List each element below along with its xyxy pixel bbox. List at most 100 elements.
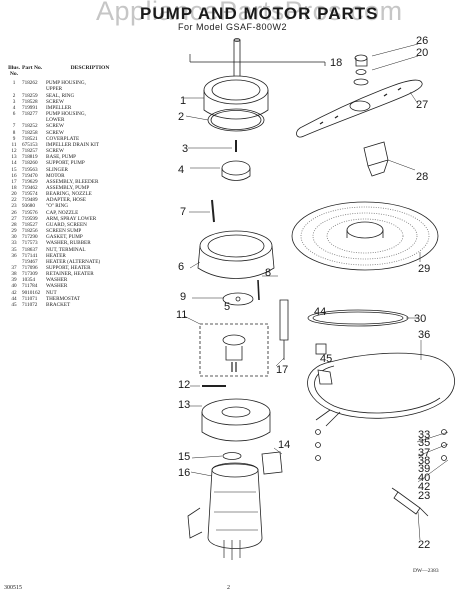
row-description: GUARD, SCREEN xyxy=(46,221,87,228)
callout-label: 11 xyxy=(176,309,188,321)
callout-label: 27 xyxy=(416,99,429,111)
callout-label: 20 xyxy=(416,47,429,59)
row-ill-no: 45 xyxy=(11,301,17,308)
row-description: GASKET, PUMP xyxy=(46,234,83,241)
callout-label: 35 xyxy=(418,437,431,449)
row-ill-no: 23 xyxy=(11,203,17,210)
row-part-no: 719563 xyxy=(22,166,38,173)
row-ill-no: 27 xyxy=(11,215,17,222)
callout-label: 13 xyxy=(178,399,191,411)
row-part-no: 719599 xyxy=(22,215,38,222)
header-description: DESCRIPTION xyxy=(70,65,110,71)
row-description: "O" RING xyxy=(46,203,68,210)
callout-label: 15 xyxy=(178,451,191,463)
row-part-no: 718637 xyxy=(22,246,38,253)
row-ill-no: 12 xyxy=(11,148,17,155)
row-part-no: 719991 xyxy=(22,104,38,111)
row-description: SUPPORT, HEATER xyxy=(46,265,91,271)
row-description: BASE, PUMP xyxy=(46,154,76,161)
row-description: ARM, SPRAY LOWER xyxy=(46,215,97,222)
row-part-no: 675153 xyxy=(22,141,38,148)
row-part-no: 711784 xyxy=(22,283,38,290)
row-part-no: 719470 xyxy=(22,172,38,179)
row-ill-no: 38 xyxy=(11,271,17,278)
callout-label: 1 xyxy=(180,95,187,107)
row-description: THERMOSTAT xyxy=(46,295,80,302)
callout-label: 3 xyxy=(182,143,189,155)
row-ill-no: 11 xyxy=(11,141,17,148)
row-ill-no: 37 xyxy=(11,265,17,271)
header-ill-no: Illus. No. xyxy=(8,65,20,78)
callout-label: 26 xyxy=(416,35,429,47)
row-ill-no: 17 xyxy=(11,178,17,185)
footer-code: 300515 xyxy=(4,585,22,591)
callout-label: 4 xyxy=(178,164,185,176)
row-ill-no: 20 xyxy=(11,191,17,198)
row-part-no: 719462 xyxy=(22,184,38,191)
callout-label: 38 xyxy=(418,455,431,467)
row-description: SCREEN SUMP xyxy=(46,228,82,235)
row-ill-no: 13 xyxy=(11,154,17,161)
row-ill-no: 3 xyxy=(12,98,16,105)
page-subtitle: For Model GSAF-800W2 xyxy=(178,22,288,32)
row-description: WASHER, RUBBER xyxy=(46,240,91,247)
row-description: BRACKET xyxy=(46,301,71,308)
row-part-no: 718527 xyxy=(22,221,38,228)
row-ill-no: 36 xyxy=(11,252,17,259)
row-description: NUT, TERMINAL xyxy=(46,246,86,253)
row-ill-no: 29 xyxy=(11,228,17,235)
row-description: WASHER xyxy=(46,283,68,290)
callout-label: 37 xyxy=(418,447,431,459)
row-description: SCREW xyxy=(46,98,64,105)
row-part-no: 719576 xyxy=(22,209,38,216)
row-part-no: 10354 xyxy=(22,277,35,284)
row-ill-no: 1 xyxy=(12,80,16,87)
row-part-no: 719467 xyxy=(22,258,38,265)
callout-label: 22 xyxy=(418,539,431,551)
row-part-no: 9010162 xyxy=(22,289,41,296)
page-mark: 2 xyxy=(227,585,230,591)
row-description: IMPELLER xyxy=(46,104,72,111)
row-description: SUPPORT, PUMP xyxy=(46,160,85,167)
row-description: CAP, NOZZLE xyxy=(46,209,79,216)
row-description: COVERPLATE xyxy=(46,135,80,142)
callout-label: 12 xyxy=(178,379,191,391)
row-description: RETAINER, HEATER xyxy=(46,271,94,278)
row-part-no: 718256 xyxy=(22,228,38,235)
callout-label: 36 xyxy=(418,329,431,341)
row-ill-no: 33 xyxy=(11,240,17,247)
row-part-no: 718259 xyxy=(22,92,38,99)
header-part-no: Part No. xyxy=(22,65,43,71)
row-ill-no: 26 xyxy=(11,209,17,216)
row-ill-no: 42 xyxy=(11,289,17,296)
row-description: WASHER xyxy=(46,277,68,284)
callout-label: 33 xyxy=(418,429,431,441)
row-ill-no: 14 xyxy=(11,160,17,167)
callout-label: 39 xyxy=(418,463,431,475)
callout-label: 40 xyxy=(418,472,431,484)
callout-label: 45 xyxy=(320,353,333,365)
row-ill-no: 40 xyxy=(11,283,17,290)
row-part-no: 718521 xyxy=(22,135,38,142)
row-description: PUMP HOUSING, UPPER xyxy=(46,80,86,93)
row-description: ASSEMBLY, PUMP xyxy=(46,184,90,191)
row-ill-no: 30 xyxy=(11,234,17,241)
row-description: SEAL, RING xyxy=(46,92,75,99)
